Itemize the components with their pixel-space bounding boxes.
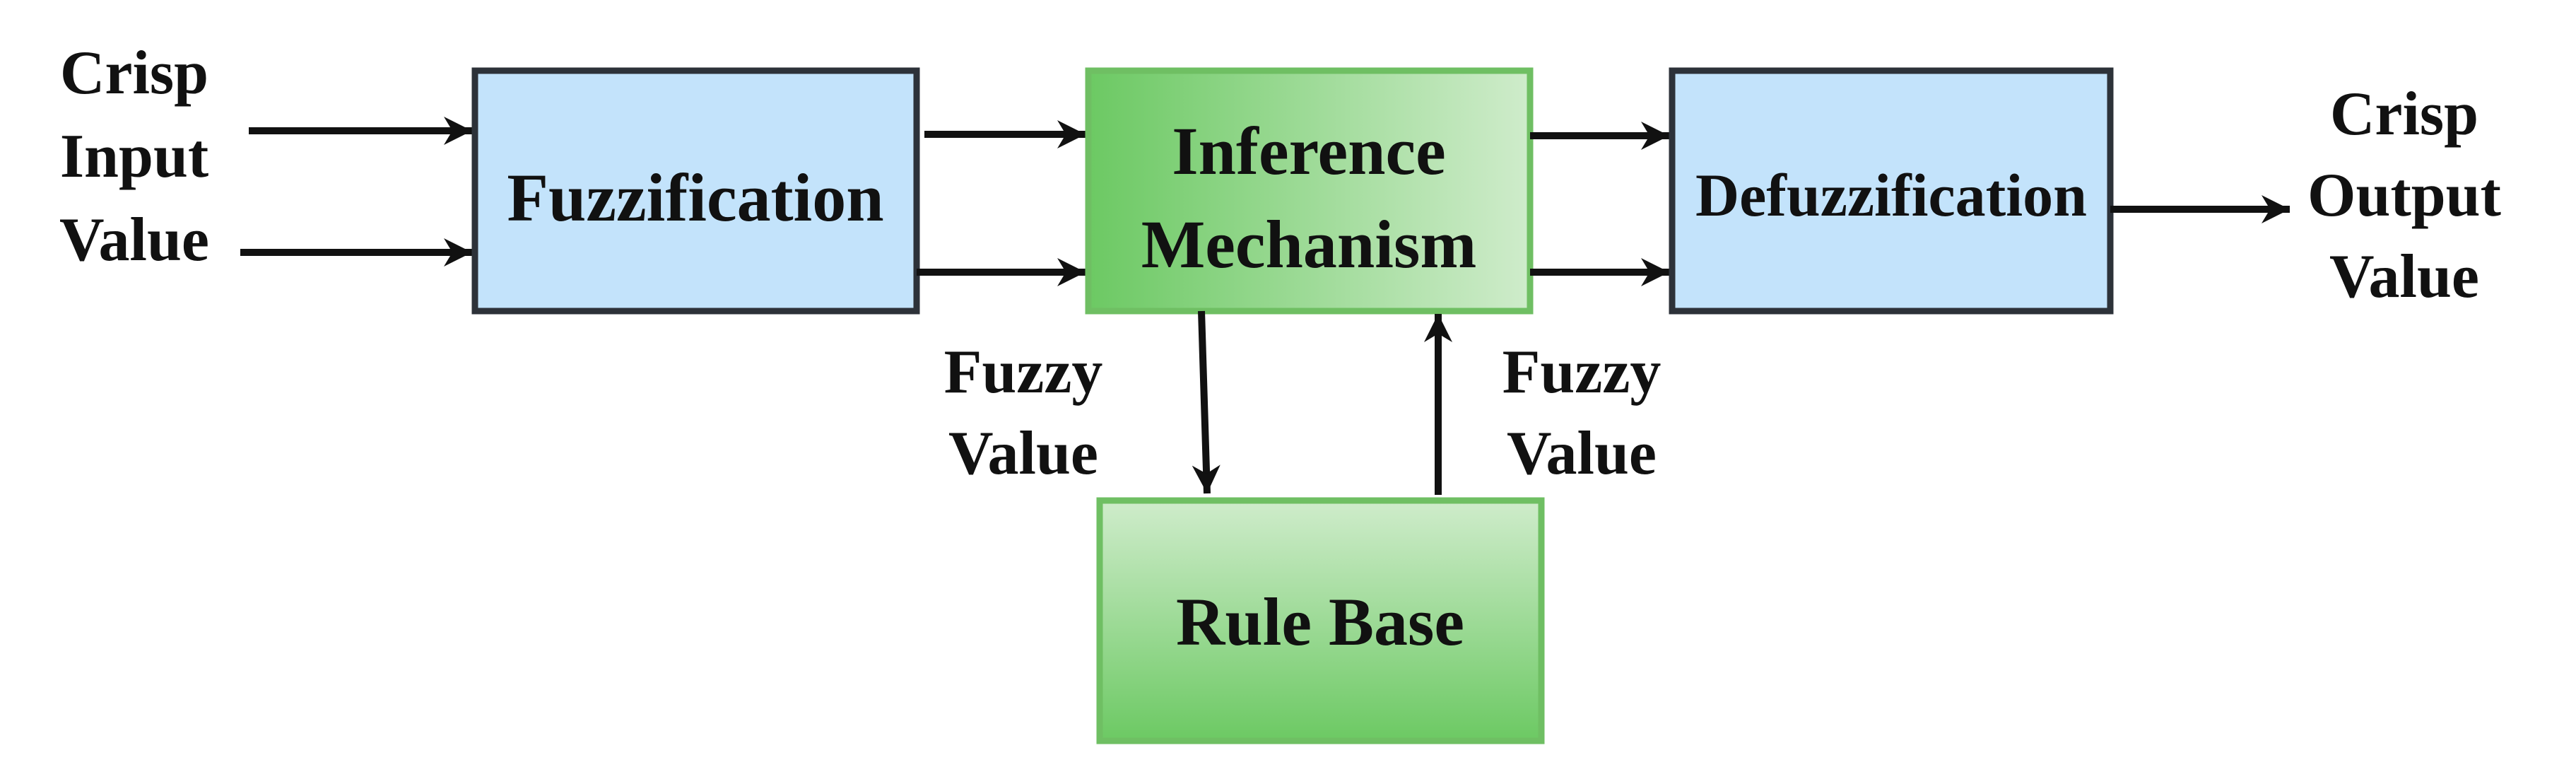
- crisp-input-line-3: Value: [59, 206, 209, 274]
- crisp-output-label: Crisp Output Value: [2307, 80, 2501, 311]
- rule-base-block: Rule Base: [1096, 497, 1545, 744]
- fuzzy-value-label-right: Fuzzy Value: [1502, 338, 1662, 488]
- fuzzy-value-label-left: Fuzzy Value: [944, 338, 1103, 488]
- crisp-output-line-2: Output: [2307, 161, 2501, 230]
- crisp-input-label: Crisp Input Value: [59, 39, 209, 274]
- defuzzification-block: Defuzzification: [1669, 67, 2114, 315]
- crisp-input-line-2: Input: [60, 122, 208, 191]
- defuzzification-label: Defuzzification: [1695, 161, 2087, 229]
- crisp-output-line-1: Crisp: [2330, 80, 2478, 148]
- inference-to-rulebase-arrow: [1192, 310, 1221, 494]
- fuzzification-block: Fuzzification: [471, 67, 920, 315]
- inference-mechanism-block: Inference Mechanism: [1085, 67, 1534, 315]
- fuzzification-label: Fuzzification: [507, 160, 883, 235]
- crisp-input-line-1: Crisp: [60, 39, 208, 107]
- inference-label-line-2: Mechanism: [1141, 206, 1477, 282]
- crisp-output-line-3: Value: [2329, 242, 2479, 311]
- fuzzy-left-line-2: Value: [948, 419, 1098, 488]
- rule-base-label: Rule Base: [1176, 584, 1464, 660]
- fuzzy-left-line-1: Fuzzy: [944, 338, 1103, 407]
- fuzzy-right-line-1: Fuzzy: [1502, 338, 1662, 407]
- fuzzy-right-line-2: Value: [1507, 419, 1657, 488]
- inference-label-line-1: Inference: [1172, 113, 1445, 189]
